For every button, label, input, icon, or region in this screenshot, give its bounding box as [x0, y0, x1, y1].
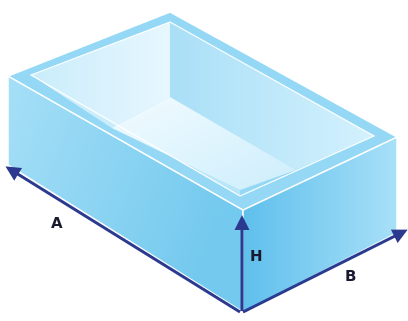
- inner-rim-edge: [29, 21, 376, 197]
- inner-back-left-wall: [31, 22, 170, 128]
- dimension-b-arrow: [242, 229, 408, 314]
- dimension-a-arrow: [5, 166, 241, 314]
- dimension-a-label: A: [51, 214, 63, 232]
- dimension-b-label: B: [345, 267, 356, 285]
- inner-back-right-wall: [170, 22, 374, 170]
- dimension-h-label: H: [250, 247, 263, 265]
- inner-floor: [112, 97, 296, 190]
